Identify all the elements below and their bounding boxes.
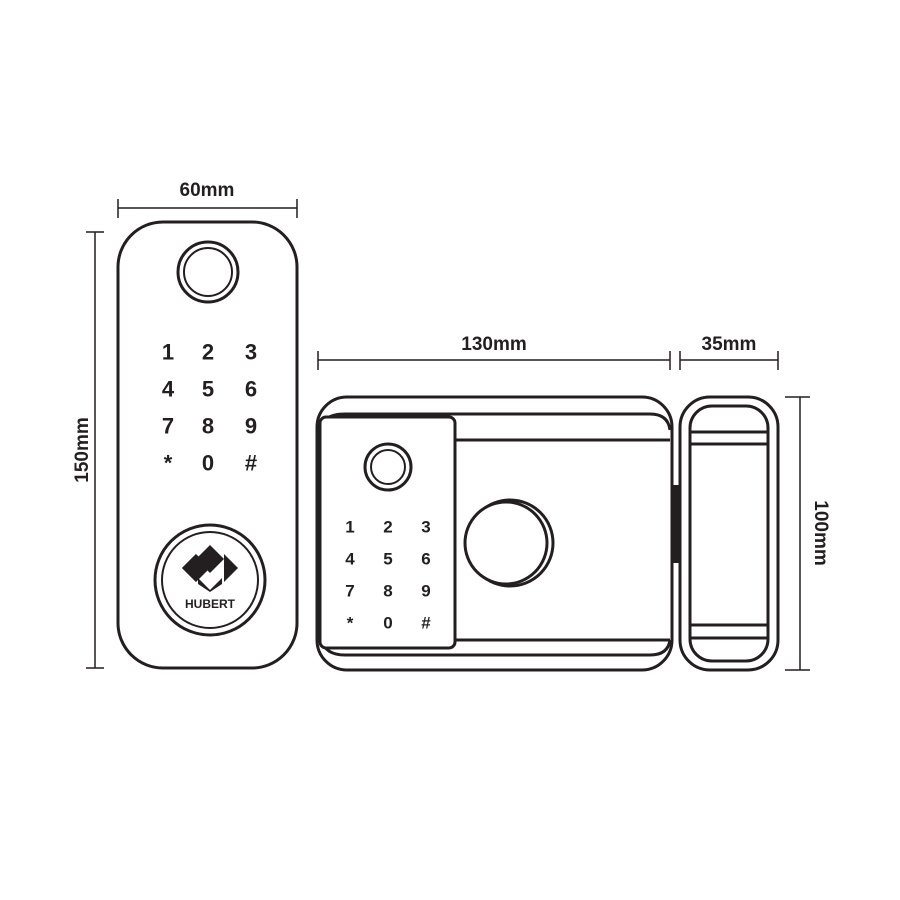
key-3: 3 bbox=[245, 340, 257, 365]
key-1: 1 bbox=[345, 518, 354, 537]
key-4: 4 bbox=[162, 377, 175, 402]
key-9: 9 bbox=[245, 414, 257, 439]
dimension-strike-width: 35mm bbox=[679, 334, 779, 370]
dimension-front-width: 60mm bbox=[117, 180, 298, 218]
dimension-label: 35mm bbox=[702, 334, 757, 355]
key-#: # bbox=[245, 451, 257, 476]
key-5: 5 bbox=[202, 377, 214, 402]
key-8: 8 bbox=[202, 414, 214, 439]
key-0: 0 bbox=[202, 451, 214, 476]
hubert-logo: HUBERT bbox=[153, 523, 267, 637]
key-6: 6 bbox=[245, 377, 257, 402]
dimension-body-height: 100mm bbox=[785, 396, 831, 671]
key-2: 2 bbox=[383, 518, 392, 537]
key-9: 9 bbox=[421, 582, 430, 601]
body-keypad: 1 2 3 4 5 6 7 8 9 * 0 # bbox=[345, 518, 431, 633]
key-4: 4 bbox=[345, 550, 355, 569]
dimension-body-width: 130mm bbox=[317, 334, 671, 370]
dimension-label: 150mm bbox=[72, 417, 93, 483]
fingerprint-sensor-icon bbox=[176, 240, 240, 304]
lock-body: 1 2 3 4 5 6 7 8 9 * 0 # bbox=[315, 395, 680, 672]
dimension-label: 130mm bbox=[461, 334, 527, 355]
front-panel: 1 2 3 4 5 6 7 8 9 * 0 # HUBERT bbox=[116, 220, 299, 670]
key-7: 7 bbox=[345, 582, 354, 601]
front-keypad: 1 2 3 4 5 6 7 8 9 * 0 # bbox=[162, 340, 257, 476]
key-7: 7 bbox=[162, 414, 174, 439]
key-5: 5 bbox=[383, 550, 392, 569]
key-2: 2 bbox=[202, 340, 214, 365]
latch-strip bbox=[672, 485, 680, 563]
brand-label: HUBERT bbox=[185, 597, 236, 611]
key-*: * bbox=[347, 614, 354, 633]
key-*: * bbox=[164, 451, 173, 476]
key-0: 0 bbox=[383, 614, 392, 633]
dimension-label: 100mm bbox=[810, 500, 831, 566]
dimension-front-height: 150mm bbox=[72, 231, 104, 669]
key-3: 3 bbox=[421, 518, 430, 537]
strike-plate bbox=[678, 395, 780, 672]
key-#: # bbox=[421, 614, 431, 633]
knob bbox=[463, 498, 555, 588]
fingerprint-sensor-icon bbox=[363, 442, 413, 492]
key-1: 1 bbox=[162, 340, 174, 365]
dimension-label: 60mm bbox=[180, 180, 235, 201]
key-6: 6 bbox=[421, 550, 430, 569]
key-8: 8 bbox=[383, 582, 392, 601]
